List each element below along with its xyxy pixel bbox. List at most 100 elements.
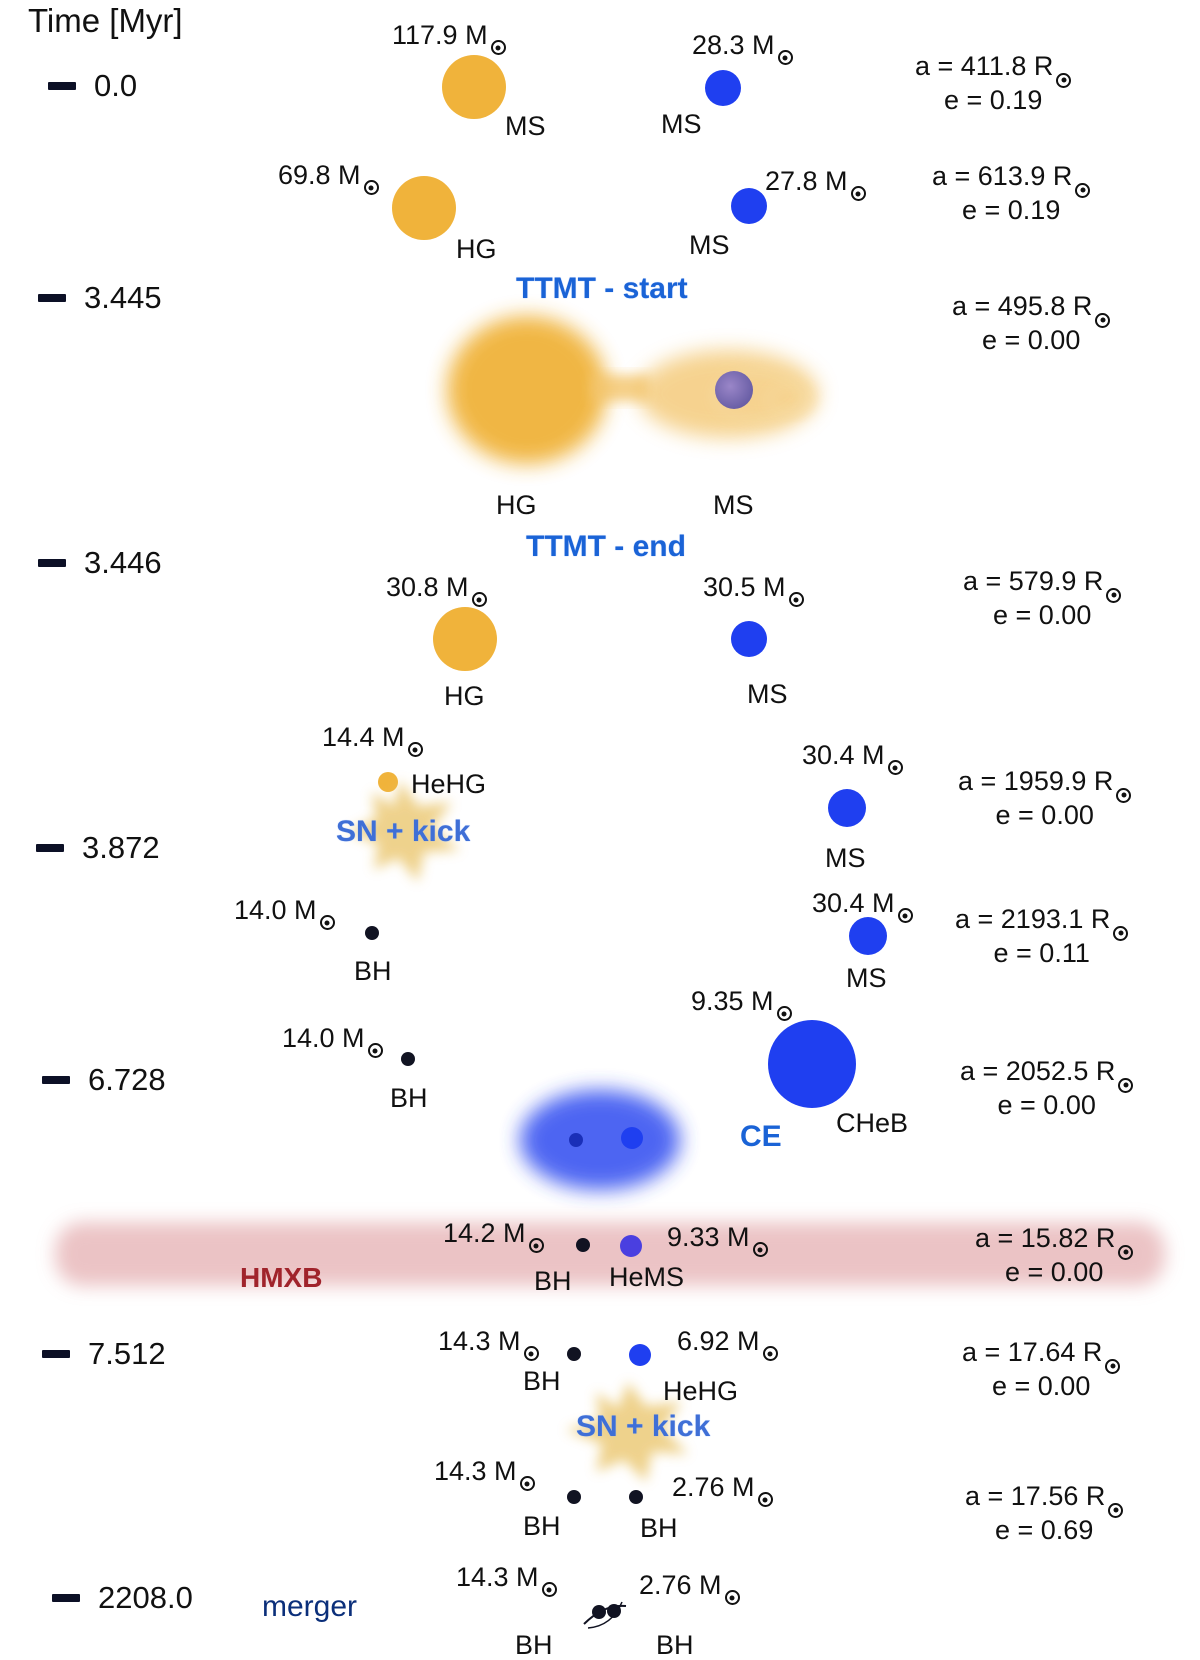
time-tick: 7.512 <box>42 1336 166 1372</box>
mass-label: 9.33 M <box>667 1222 768 1257</box>
mass-label: 14.4 M <box>322 722 423 757</box>
stellar-type-label: CHeB <box>836 1108 909 1138</box>
orbit-parameters: a = 15.82 R e = 0.00 <box>975 1222 1134 1290</box>
solar-symbol-icon <box>887 760 903 775</box>
solar-symbol-icon <box>319 915 335 930</box>
solar-symbol-icon <box>1056 72 1072 88</box>
solar-symbol-icon <box>1118 1244 1134 1260</box>
time-tick: 3.446 <box>38 545 162 581</box>
stellar-type-label: MS <box>505 111 546 141</box>
stellar-type-label: BH <box>523 1511 561 1541</box>
mass-label: 30.5 M <box>703 572 804 607</box>
merging-black-holes <box>583 1601 627 1629</box>
mass-label: 27.8 M <box>765 166 866 201</box>
black-hole <box>576 1238 590 1252</box>
stellar-type-label: BH <box>656 1630 694 1660</box>
merger-label: merger <box>262 1590 358 1623</box>
mass-label: 2.76 M <box>639 1570 740 1605</box>
time-tick: 6.728 <box>42 1062 166 1098</box>
phase-label-ttmt-end: TTMT - end <box>526 530 686 563</box>
stellar-type-label: MS <box>689 230 730 260</box>
star-primary-hg <box>392 176 456 240</box>
mass-label: 117.9 M <box>392 20 506 55</box>
solar-symbol-icon <box>1108 1502 1124 1518</box>
orbit-parameters: a = 495.8 R e = 0.00 <box>952 290 1111 358</box>
orbit-parameters: a = 2193.1 R e = 0.11 <box>955 903 1129 971</box>
solar-symbol-icon <box>407 742 423 757</box>
stellar-type-label: MS <box>825 843 866 873</box>
orbit-parameters: a = 2052.5 R e = 0.00 <box>960 1055 1134 1123</box>
star-secondary-ms <box>705 70 741 106</box>
mass-label: 14.3 M <box>456 1562 557 1597</box>
mass-label: 30.4 M <box>802 740 903 775</box>
solar-symbol-icon <box>724 1590 740 1605</box>
stellar-type-label: MS <box>846 963 887 993</box>
mass-label: 6.92 M <box>677 1326 778 1361</box>
phase-label-common-envelope: CE <box>740 1120 782 1153</box>
solar-symbol-icon <box>523 1346 539 1361</box>
solar-symbol-icon <box>1113 925 1129 941</box>
mass-label: 30.4 M <box>812 888 913 923</box>
supernova-burst <box>348 780 460 882</box>
solar-symbol-icon <box>1118 1077 1134 1093</box>
orbit-parameters: a = 411.8 R e = 0.19 <box>915 50 1072 118</box>
supernova-burst <box>566 1382 688 1482</box>
mass-label: 14.3 M <box>434 1456 535 1491</box>
stellar-type-label: HeMS <box>609 1262 685 1292</box>
solar-symbol-icon <box>490 40 506 55</box>
star-primary-ms <box>442 55 506 119</box>
solar-symbol-icon <box>850 186 866 201</box>
stellar-type-label: BH <box>534 1266 572 1296</box>
star-secondary-hehg <box>629 1344 651 1366</box>
mass-label: 28.3 M <box>692 30 793 65</box>
black-hole <box>401 1052 415 1066</box>
solar-symbol-icon <box>541 1582 557 1597</box>
star-secondary-ms <box>731 188 767 224</box>
phase-label-ttmt-start: TTMT - start <box>516 272 688 305</box>
solar-symbol-icon <box>897 908 913 923</box>
solar-symbol-icon <box>788 592 804 607</box>
star-secondary-ms <box>849 917 887 955</box>
star-secondary-ms <box>731 621 767 657</box>
stellar-type-label: HG <box>496 490 537 520</box>
stellar-type-label: BH <box>523 1366 561 1396</box>
stellar-type-label: HeHG <box>411 769 487 799</box>
stellar-type-label: HG <box>456 234 497 264</box>
solar-symbol-icon <box>519 1476 535 1491</box>
solar-symbol-icon <box>1116 787 1132 803</box>
solar-symbol-icon <box>367 1043 383 1058</box>
common-envelope <box>520 1090 680 1190</box>
black-hole <box>365 926 379 940</box>
stellar-type-label: BH <box>515 1630 553 1660</box>
time-tick: 0.0 <box>48 68 137 104</box>
hmxb-band <box>55 1222 1165 1286</box>
solar-symbol-icon <box>363 180 379 195</box>
black-hole <box>567 1490 581 1504</box>
time-tick: 3.445 <box>38 280 162 316</box>
orbit-parameters: a = 613.9 R e = 0.19 <box>932 160 1091 228</box>
mass-label: 30.8 M <box>386 572 487 607</box>
black-hole <box>629 1490 643 1504</box>
stellar-type-label: BH <box>640 1513 678 1543</box>
stellar-type-label: MS <box>713 490 754 520</box>
orbit-parameters: a = 17.56 R e = 0.69 <box>965 1480 1124 1548</box>
orbit-parameters: a = 1959.9 R e = 0.00 <box>958 765 1132 833</box>
phase-label-supernova: SN + kick <box>336 815 471 848</box>
orbit-parameters: a = 17.64 R e = 0.00 <box>962 1336 1121 1404</box>
phase-label-supernova: SN + kick <box>576 1410 711 1443</box>
solar-symbol-icon <box>1095 312 1111 328</box>
orbit-parameters: a = 579.9 R e = 0.00 <box>963 565 1122 633</box>
star-primary-hg <box>433 607 497 671</box>
stellar-type-label: BH <box>354 956 392 986</box>
stellar-type-label: HeHG <box>663 1376 739 1406</box>
time-tick: 2208.0 <box>52 1580 193 1616</box>
star-secondary-hems <box>620 1235 642 1257</box>
axis-title: Time [Myr] <box>28 2 183 39</box>
mass-label: 2.76 M <box>672 1472 773 1507</box>
solar-symbol-icon <box>528 1238 544 1253</box>
stellar-type-label: HG <box>444 681 485 711</box>
mass-label: 9.35 M <box>691 986 792 1021</box>
stellar-type-label: MS <box>747 679 788 709</box>
solar-symbol-icon <box>762 1346 778 1361</box>
